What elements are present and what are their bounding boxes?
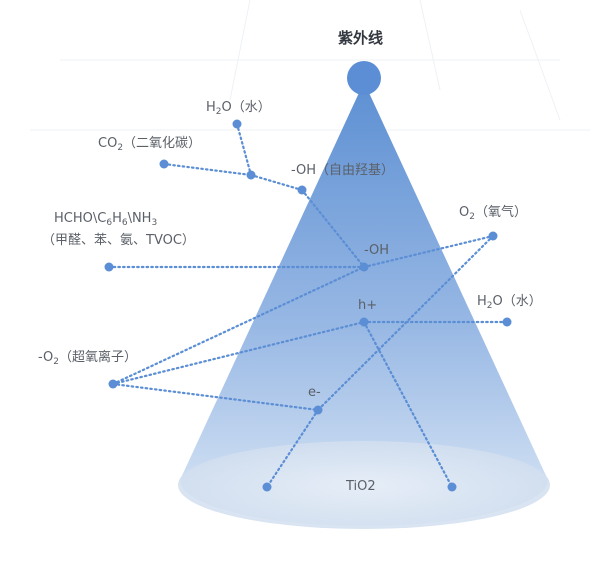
link-junction-ohradical bbox=[249, 173, 304, 192]
node-o2 bbox=[488, 231, 498, 241]
node-base-left bbox=[262, 482, 272, 492]
link-superoxide-electron bbox=[111, 382, 320, 412]
node-vocs bbox=[104, 262, 114, 272]
label-superoxide: -O2（超氧离子） bbox=[38, 350, 138, 367]
link-o2-electron bbox=[316, 234, 495, 412]
node-co2 bbox=[159, 159, 169, 169]
uv-light-cone bbox=[180, 82, 548, 526]
link-superoxide-oh bbox=[111, 265, 366, 386]
background-grid bbox=[30, 0, 590, 131]
link-hplus-base bbox=[362, 320, 454, 489]
label-oh-radical: -OH（自由羟基） bbox=[291, 163, 395, 178]
node-junction bbox=[246, 170, 256, 180]
uv-title: 紫外线 bbox=[338, 29, 384, 47]
reaction-nodes bbox=[104, 119, 512, 492]
label-co2: CO2（二氧化碳） bbox=[98, 136, 202, 153]
label-electron: e- bbox=[308, 385, 321, 400]
node-electron bbox=[313, 405, 323, 415]
node-oh bbox=[359, 262, 369, 272]
label-h2o-right: H2O（水） bbox=[477, 294, 542, 311]
label-h2o-top: H2O（水） bbox=[206, 100, 271, 117]
link-co2-junction bbox=[162, 162, 253, 177]
node-h2o-top bbox=[232, 119, 242, 129]
link-oh-o2 bbox=[362, 234, 495, 269]
label-vocs-line2: （甲醛、苯、氨、TVOC） bbox=[42, 233, 195, 248]
node-superoxide bbox=[108, 379, 118, 389]
label-hplus: h+ bbox=[358, 298, 378, 313]
node-h2o-right bbox=[502, 317, 512, 327]
label-o2: O2（氧气） bbox=[459, 205, 527, 222]
link-electron-base bbox=[265, 408, 320, 489]
link-ohradical-oh bbox=[300, 188, 366, 269]
node-hplus bbox=[359, 317, 369, 327]
label-tio2: TiO2 bbox=[346, 479, 376, 494]
uv-source-sun bbox=[347, 61, 381, 95]
reaction-links bbox=[107, 122, 509, 489]
node-base-right bbox=[447, 482, 457, 492]
link-superoxide-hplus bbox=[111, 320, 366, 386]
label-oh: -OH bbox=[364, 243, 390, 258]
node-oh-radical bbox=[297, 185, 307, 195]
link-h2o-junction bbox=[235, 122, 253, 177]
tio2-base-ellipse bbox=[178, 441, 550, 529]
label-vocs-line1: HCHO\C6H6\NH3 bbox=[54, 211, 158, 228]
